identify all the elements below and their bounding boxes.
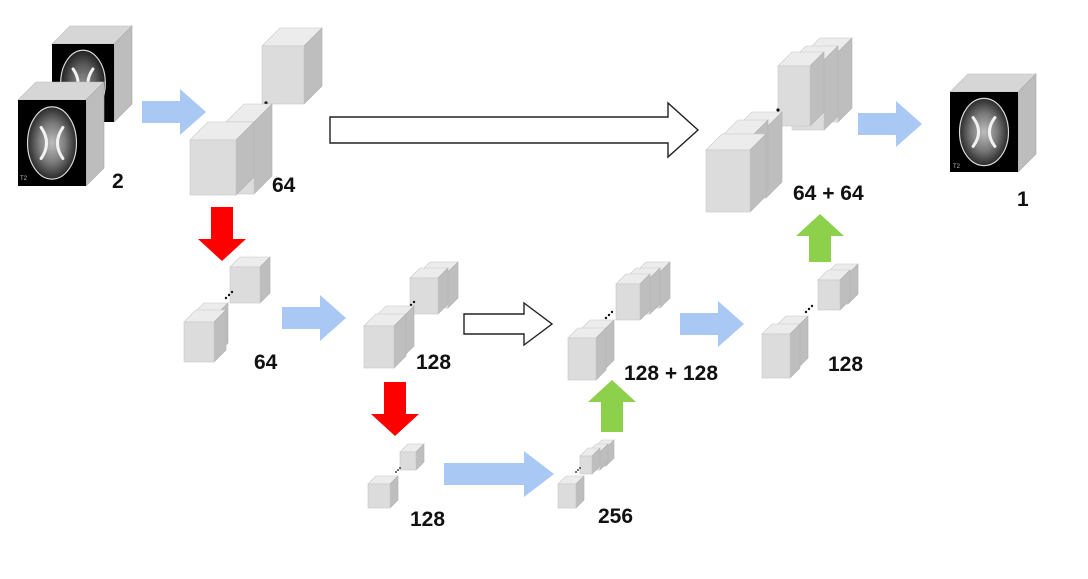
flow-arrow-output bbox=[858, 101, 922, 147]
dec1-concat-channels-label: 64 + 64 bbox=[793, 182, 864, 205]
bottom-out-block-back3 bbox=[579, 447, 601, 475]
pool-arrow-level2 bbox=[371, 382, 419, 436]
enc2-out-channels-label: 128 bbox=[416, 351, 452, 374]
pool-arrow-level1 bbox=[198, 207, 246, 261]
input-channels-label: 2 bbox=[112, 170, 124, 193]
skip-arrow-level1 bbox=[329, 101, 700, 159]
flow-arrow-bottom bbox=[444, 451, 554, 497]
skip-connections bbox=[329, 101, 700, 347]
dec2-ellipsis bbox=[604, 310, 614, 320]
flow-arrow-enc2 bbox=[282, 295, 346, 341]
input-image-tag: T2 bbox=[20, 176, 28, 182]
enc1-channels-label: 64 bbox=[272, 174, 296, 197]
dec2-block-back3 bbox=[615, 273, 651, 321]
bottom-out-ellipsis bbox=[575, 467, 581, 473]
dec2b-block-front bbox=[761, 323, 801, 379]
dec2-concat-channels-label: 128 + 128 bbox=[624, 362, 719, 385]
dec1-block-front bbox=[705, 133, 767, 213]
flow-arrow-input bbox=[142, 89, 206, 135]
upconv-arrow-level1 bbox=[796, 214, 844, 262]
flow-arrow-dec2 bbox=[680, 301, 744, 347]
enc2-block-front bbox=[183, 309, 227, 363]
bottom-in-channels-label: 128 bbox=[410, 508, 446, 531]
bottom-in-block-front bbox=[367, 475, 399, 509]
enc2b-block-front bbox=[363, 313, 407, 369]
dec2b-ellipsis bbox=[804, 304, 814, 314]
dec2-out-channels-label: 128 bbox=[828, 353, 864, 376]
output-image bbox=[949, 73, 1037, 173]
enc2-block-back bbox=[229, 256, 271, 304]
dec2b-block-back2 bbox=[817, 269, 851, 311]
bottom-out-channels-label: 256 bbox=[598, 505, 634, 528]
enc1-block-back bbox=[261, 27, 323, 105]
output-image-tag: T2 bbox=[953, 164, 961, 170]
enc2-ellipsis bbox=[224, 290, 234, 300]
mri-images bbox=[17, 25, 1037, 187]
bottom-in-ellipsis bbox=[395, 467, 401, 473]
bottom-out-block-front bbox=[557, 475, 585, 509]
enc2b-block-back2 bbox=[409, 267, 449, 315]
upconv-arrow-level2 bbox=[588, 380, 636, 432]
flow-arrows bbox=[142, 89, 922, 497]
enc2-in-channels-label: 64 bbox=[254, 351, 278, 374]
input-image-front bbox=[17, 81, 105, 187]
skip-arrow-level2 bbox=[463, 301, 554, 347]
bottom-in-block-back bbox=[399, 443, 425, 471]
feature-blocks bbox=[183, 27, 859, 509]
output-channels-label: 1 bbox=[1017, 188, 1029, 211]
dec2-block-front bbox=[567, 327, 607, 381]
enc1-block-front bbox=[189, 121, 255, 196]
dec1-block-back3 bbox=[777, 51, 825, 127]
